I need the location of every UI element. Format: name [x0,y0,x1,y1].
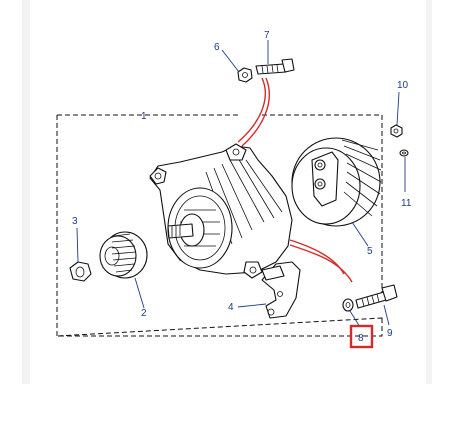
alternator-body-part-1 [149,143,293,279]
pulley-part-2 [99,231,148,279]
callout-6: 6 [214,42,220,53]
callout-4: 4 [228,302,234,313]
bolt-part-9 [355,284,398,309]
nut-part-10 [390,124,403,138]
rear-cover-part-5 [291,137,382,227]
leader-9 [383,304,390,326]
callout-10: 10 [397,80,409,91]
red-leader-bottom-2 [289,244,353,283]
callout-7: 7 [264,30,270,41]
leader-3 [76,227,79,263]
callout-3: 3 [72,216,78,227]
bolt-part-7 [255,58,295,75]
leader-10 [396,91,400,126]
leader-6 [221,49,240,73]
highlight-box-8[interactable] [349,324,374,349]
red-leader-top-2 [241,77,270,147]
red-leader-top [237,77,267,143]
callout-2: 2 [141,308,147,319]
callout-8: 8 [358,333,364,344]
callout-5: 5 [367,246,373,257]
callout-9: 9 [387,328,393,339]
leader-4 [237,303,267,308]
leader-8 [349,310,361,328]
assembly-boundary [56,114,383,337]
nut-part-6 [237,67,253,83]
callout-11: 11 [401,198,412,209]
callout-1: 1 [141,111,147,122]
leader-2 [134,277,145,309]
washer-part-11 [399,149,409,157]
washer-part-8 [342,298,354,312]
leader-5 [351,221,369,247]
bracket-part-4 [261,261,301,319]
